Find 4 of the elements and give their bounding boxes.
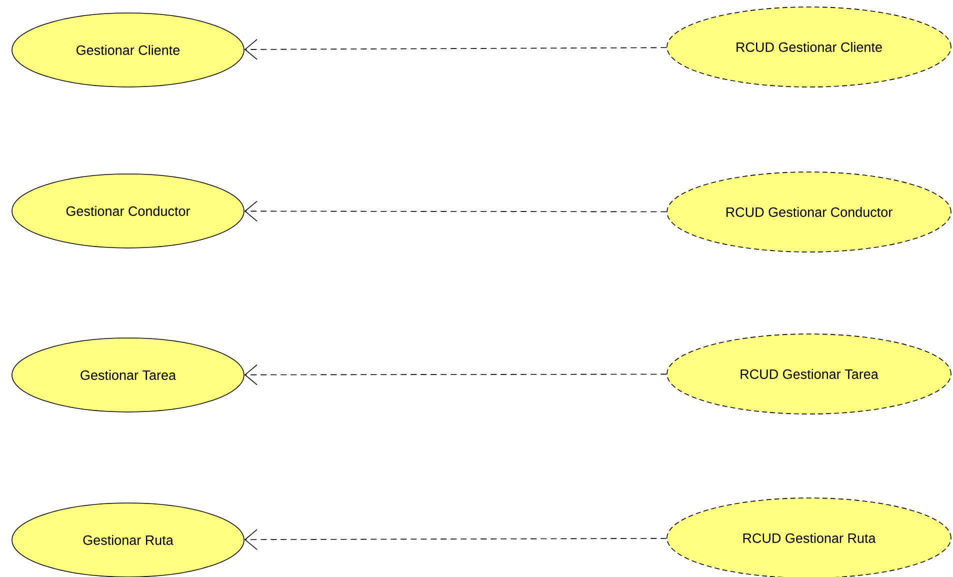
dependency-arrow <box>244 200 667 222</box>
dependency-arrow <box>244 364 667 386</box>
dependency-arrow <box>244 529 668 550</box>
dependency-arrow <box>244 39 668 60</box>
